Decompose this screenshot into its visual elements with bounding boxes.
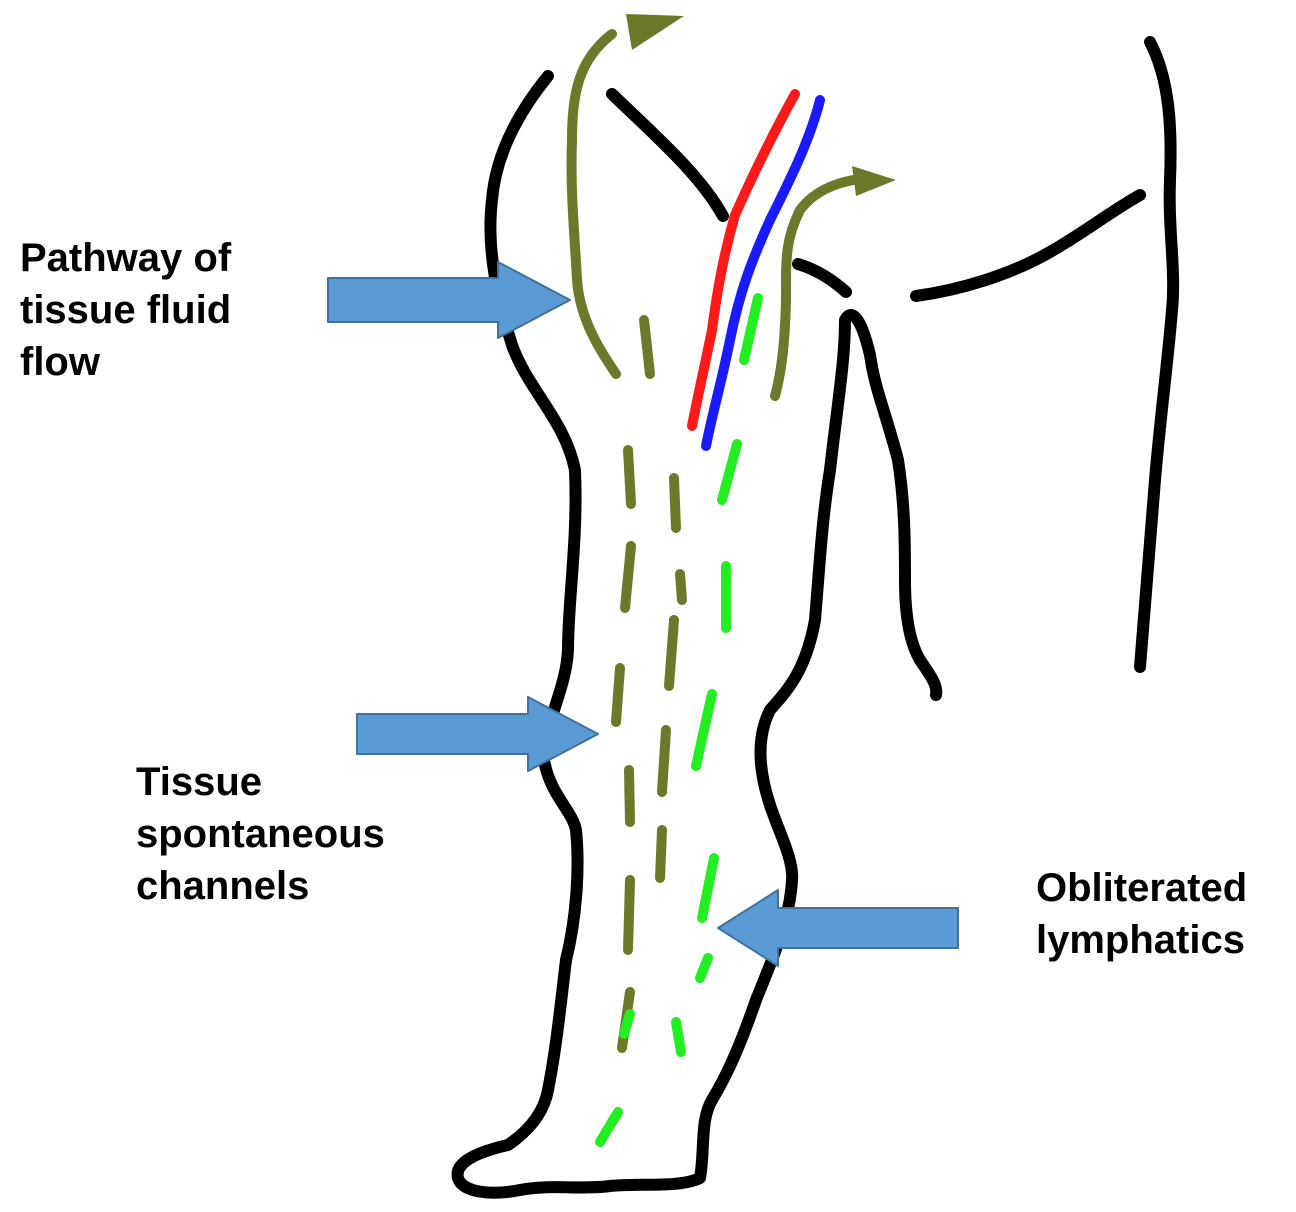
pathway-of-tissue-fluid-flow-label: Pathway of tissue fluid flow — [20, 232, 231, 388]
lymphatic-dash — [722, 444, 737, 500]
channel-dash — [674, 478, 676, 528]
right-hip-line — [916, 195, 1140, 296]
label-line: lymphatics — [1036, 914, 1247, 966]
label-line: Pathway of — [20, 232, 231, 284]
channel-dash — [625, 546, 631, 608]
lymphatic-dash — [696, 694, 712, 766]
leg-outline-icon — [458, 42, 1174, 1193]
label-line: Obliterated — [1036, 862, 1247, 914]
lymphatic-dash — [600, 1112, 618, 1142]
arrowhead-right-icon — [852, 166, 896, 196]
fluid-flow-right-path — [775, 178, 870, 396]
channel-dash — [628, 880, 630, 950]
crotch-line — [612, 94, 723, 216]
lymphatic-dash — [676, 1022, 681, 1052]
label-line: flow — [20, 336, 231, 388]
right-leg-outer-contour — [1140, 42, 1173, 667]
arrowhead-left-icon — [626, 14, 684, 50]
channel-dash — [660, 830, 662, 878]
tissue-channel-dashes — [616, 320, 682, 1048]
channel-dash — [644, 320, 650, 374]
channel-dash — [669, 620, 674, 686]
pathway-pointer-arrow-icon — [328, 262, 570, 338]
channel-dash — [680, 574, 682, 600]
label-line: channels — [136, 860, 385, 912]
groin-line — [798, 264, 846, 292]
lymphatic-dash — [700, 958, 708, 978]
tissue-channels-pointer-arrow-icon — [357, 697, 598, 771]
fluid-flow-left-path — [572, 34, 616, 374]
channel-dash — [628, 450, 631, 504]
channel-dash — [629, 770, 630, 822]
obliterated-lymphatics-label: Obliterated lymphatics — [1036, 862, 1247, 966]
lymphatic-dash — [624, 1014, 630, 1034]
label-line: Tissue — [136, 756, 385, 808]
channel-dash — [616, 668, 620, 722]
lymphatic-dash — [744, 298, 758, 360]
lymphatic-dash — [702, 858, 714, 918]
label-line: spontaneous — [136, 808, 385, 860]
obliterated-pointer-arrow-icon — [718, 890, 958, 966]
block-arrows — [328, 262, 958, 966]
tissue-spontaneous-channels-label: Tissue spontaneous channels — [136, 756, 385, 912]
left-leg-outer-contour — [458, 76, 937, 1193]
label-line: tissue fluid — [20, 284, 231, 336]
channel-dash — [662, 730, 666, 792]
